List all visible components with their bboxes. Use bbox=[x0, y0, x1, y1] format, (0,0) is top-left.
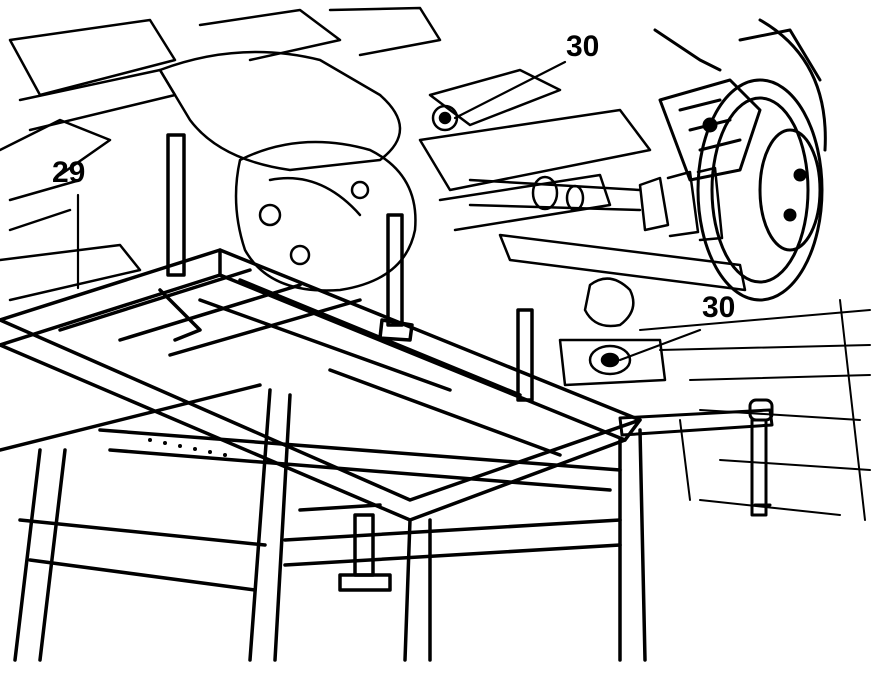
support-table bbox=[0, 133, 647, 662]
leader-lines bbox=[76, 60, 702, 362]
callout-30-lower: 30 bbox=[702, 291, 736, 324]
lever-arm bbox=[618, 398, 774, 517]
leader-line-30-upper bbox=[453, 60, 567, 120]
floor-pan bbox=[639, 299, 871, 521]
vehicle-underbody bbox=[0, 6, 747, 387]
callout-29: 29 bbox=[52, 156, 86, 189]
brake-disc-assembly bbox=[653, 18, 827, 302]
callout-30-upper: 30 bbox=[566, 30, 600, 63]
leader-line-30-lower bbox=[618, 328, 702, 362]
